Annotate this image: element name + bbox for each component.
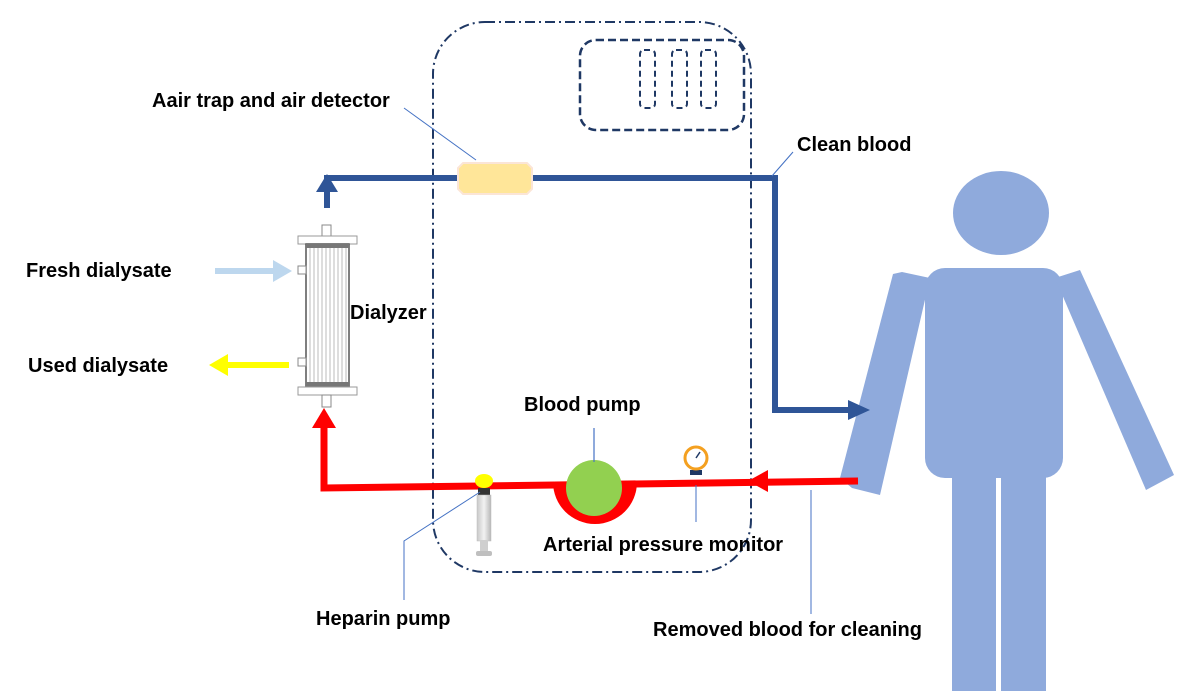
patient-left-leg xyxy=(952,470,996,691)
display-slot-2 xyxy=(671,49,688,109)
used-dialysate-arrow xyxy=(209,354,289,376)
blood-pump-label: Blood pump xyxy=(524,394,641,416)
heparin-pump-leader xyxy=(403,491,481,600)
display-slot-3 xyxy=(700,49,717,109)
clean-blood-line xyxy=(324,175,852,413)
display-slot-1 xyxy=(639,49,656,109)
heparin-pump-label: Heparin pump xyxy=(316,608,451,630)
patient-left-arm xyxy=(840,272,930,495)
air-trap-detector xyxy=(457,162,533,195)
patient-head xyxy=(953,171,1049,255)
dialysate-outlet-port xyxy=(297,357,307,367)
fresh-dialysate-arrow xyxy=(215,260,292,282)
clean-blood-arrowhead-right xyxy=(848,400,870,420)
clean-blood-label: Clean blood xyxy=(797,134,912,156)
dialyzer-label: Dialyzer xyxy=(350,302,427,324)
arterial-pressure-monitor-label: Arterial pressure monitor xyxy=(543,534,784,556)
blood-pump-rotor xyxy=(566,460,622,516)
patient-right-leg xyxy=(1001,470,1046,691)
arterial-pressure-gauge xyxy=(683,445,709,475)
heparin-syringe xyxy=(476,488,492,556)
clean-blood-leader xyxy=(771,151,794,177)
dialysis-machine-outline xyxy=(432,21,752,573)
patient-right-arm xyxy=(1055,270,1174,490)
air-trap-leader xyxy=(403,107,477,161)
dialyzer-filter xyxy=(297,224,358,408)
removed-blood-arrowhead-up xyxy=(312,408,336,428)
clean-blood-arrowhead-up xyxy=(316,174,338,192)
machine-display-panel xyxy=(578,38,746,132)
removed-blood-arrowhead-left xyxy=(748,470,768,492)
heparin-clamp xyxy=(475,474,493,488)
patient-torso xyxy=(925,268,1063,478)
air-trap-label: Aair trap and air detector xyxy=(152,90,390,112)
used-dialysate-label: Used dialysate xyxy=(28,355,169,377)
removed-blood-label: Removed blood for cleaning xyxy=(653,619,922,641)
fresh-dialysate-label: Fresh dialysate xyxy=(26,260,172,282)
dialysate-inlet-port xyxy=(297,265,307,275)
patient-figure xyxy=(840,171,1174,691)
